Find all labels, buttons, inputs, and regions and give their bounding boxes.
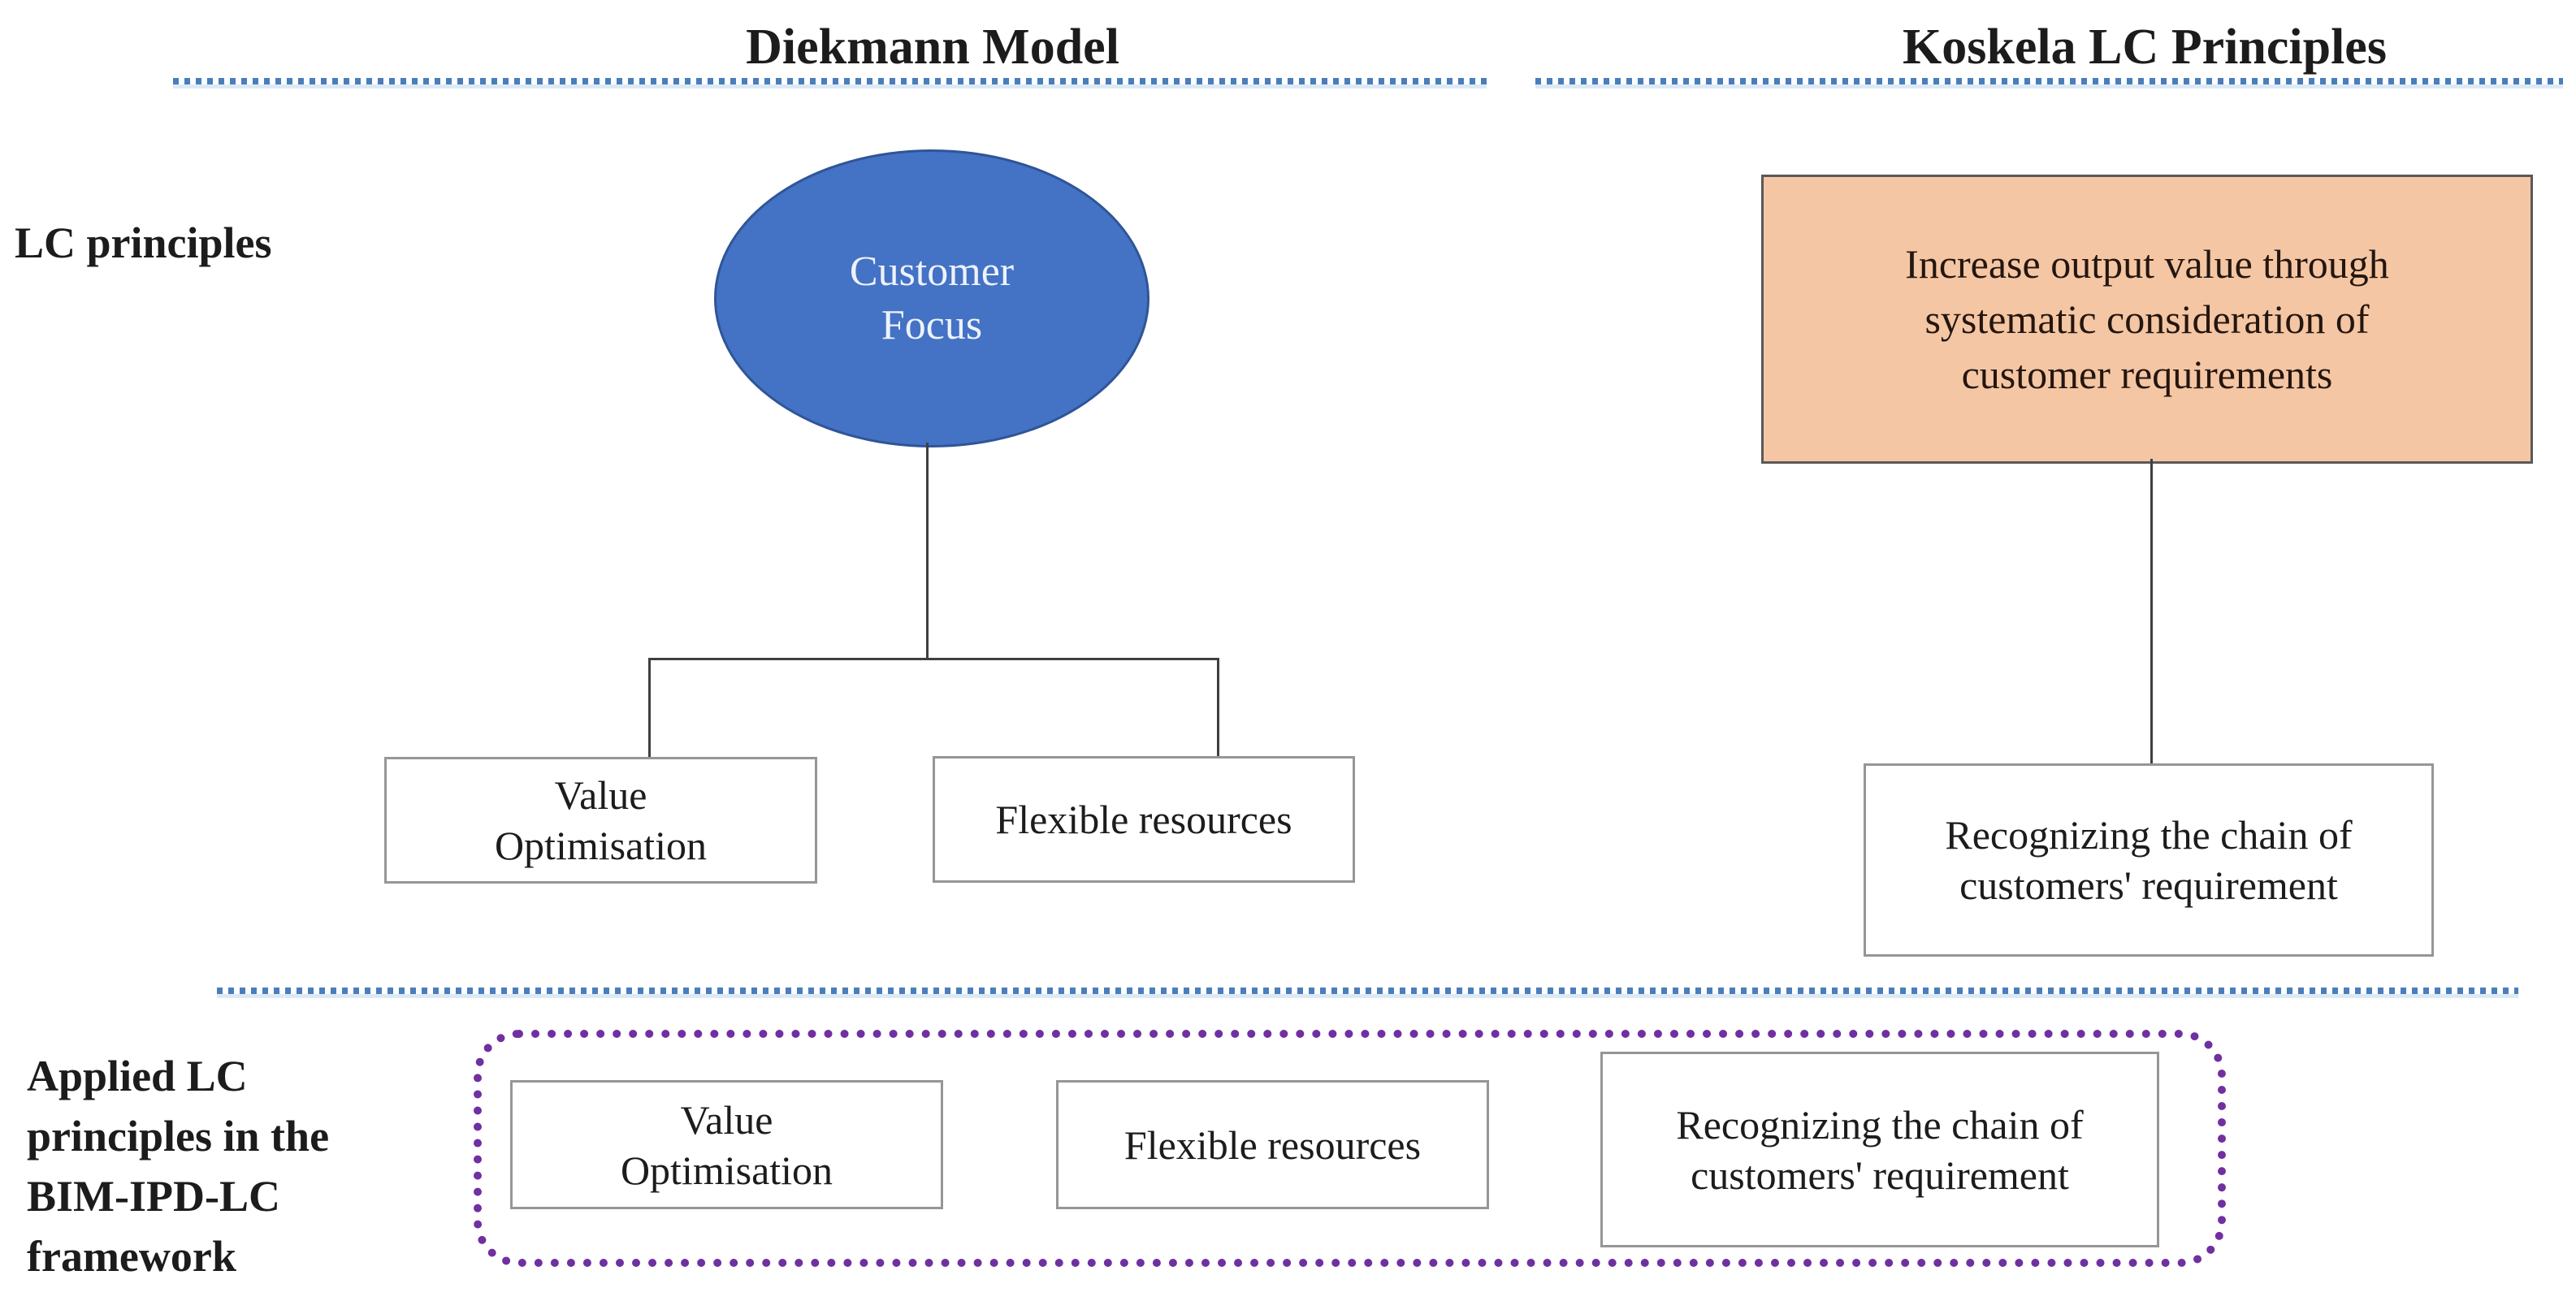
framework-group-outline [474,1030,2226,1267]
column-header-koskela: Koskela LC Principles [1903,19,2387,75]
node-flexible-resources: Flexible resources [933,756,1355,883]
divider-top-right [1535,78,2563,89]
node-value-optimisation: Value Optimisation [384,757,817,884]
framework-item-recognizing-chain: Recognizing the chain of customers' requ… [1600,1052,2159,1247]
connector-stem [926,443,929,659]
divider-top-left [173,78,1487,89]
row-label-applied-framework: Applied LC principles in the BIM-IPD-LC … [27,1052,330,1281]
connector-horizontal [648,658,1219,660]
koskela-principle-box: Increase output value through systematic… [1761,175,2533,464]
connector-drop-left [648,658,651,759]
framework-item-value-optimisation: Value Optimisation [510,1080,943,1209]
column-header-diekmann: Diekmann Model [746,19,1119,75]
divider-bottom [217,988,2518,998]
row-label-lc-principles: LC principles [15,218,272,267]
customer-focus-ellipse: Customer Focus [714,149,1149,447]
connector-drop-right [1217,658,1219,758]
framework-item-flexible-resources: Flexible resources [1056,1080,1489,1209]
koskela-application-box: Recognizing the chain of customers' requ… [1864,763,2434,957]
connector-koskela [2150,459,2153,765]
